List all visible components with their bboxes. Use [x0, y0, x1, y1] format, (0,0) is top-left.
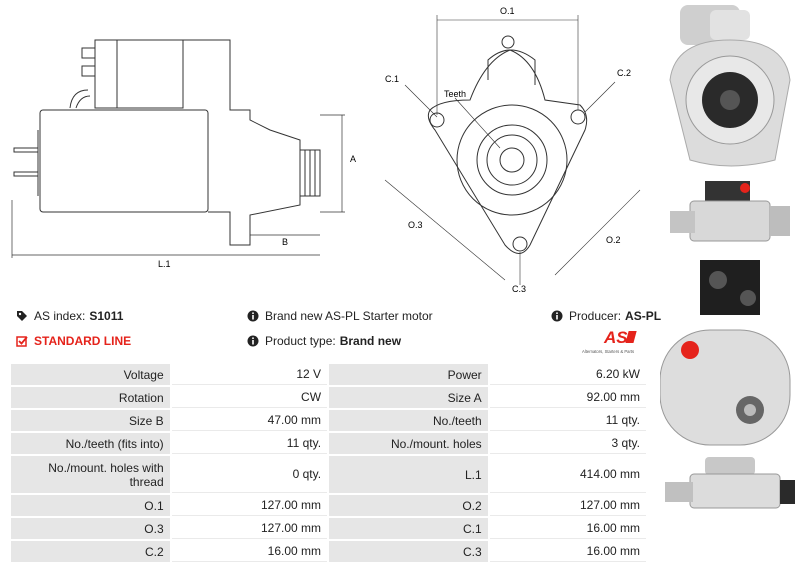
spec-value: 16.00 mm — [171, 541, 328, 562]
spec-value: CW — [171, 387, 328, 408]
product-photo-rear — [660, 250, 800, 450]
dim-c1-label: C.1 — [385, 74, 399, 84]
spec-label: No./mount. holes — [329, 433, 488, 454]
spec-value: 11 qty. — [171, 433, 328, 454]
dim-o3-label: O.3 — [408, 220, 423, 230]
spec-value: 11 qty. — [489, 410, 646, 431]
dim-b-label: B — [282, 237, 288, 247]
spec-label: C.3 — [329, 541, 488, 562]
spec-label: Rotation — [11, 387, 170, 408]
checkbox-icon — [16, 336, 28, 347]
spec-value: 16.00 mm — [489, 541, 646, 562]
dim-l1-label: L.1 — [158, 259, 171, 269]
logo-mark: AS — [603, 328, 628, 347]
front-view-drawing: O.1 C.1 C.2 Teeth O.3 O.2 C.3 — [384, 6, 641, 294]
spec-value: 6.20 kW — [489, 364, 646, 385]
spec-label: No./teeth (fits into) — [11, 433, 170, 454]
product-photo-side — [660, 176, 800, 248]
spec-label: O.1 — [11, 495, 170, 516]
product-description: Brand new AS-PL Starter motor — [247, 309, 433, 323]
spec-value: 414.00 mm — [489, 456, 646, 493]
dim-o2-label: O.2 — [606, 235, 621, 245]
spec-value: 47.00 mm — [171, 410, 328, 431]
logo-tagline: Alternators, Starters & Parts — [582, 349, 634, 354]
standard-line-label: STANDARD LINE — [34, 334, 132, 348]
as-index-value: S1011 — [89, 309, 124, 323]
producer-label: Producer: — [569, 309, 622, 323]
spec-value: 127.00 mm — [171, 518, 328, 539]
spec-label: Power — [329, 364, 488, 385]
dim-a-label: A — [350, 154, 356, 164]
as-index-label: AS index: — [34, 309, 86, 323]
info-icon — [247, 335, 259, 347]
spec-value: 3 qty. — [489, 433, 646, 454]
product-photo-side-2 — [660, 452, 800, 514]
spec-value: 92.00 mm — [489, 387, 646, 408]
spec-label: No./mount. holes with thread — [11, 456, 170, 493]
spec-row: No./teeth (fits into)11 qty.No./mount. h… — [11, 433, 646, 454]
product-type-label: Product type: — [265, 334, 336, 348]
spec-label: Size B — [11, 410, 170, 431]
spec-label: C.1 — [329, 518, 488, 539]
info-icon — [247, 310, 259, 322]
as-pl-logo: AS Alternators, Starters & Parts — [582, 328, 637, 354]
info-icon — [551, 310, 563, 322]
spec-value: 12 V — [171, 364, 328, 385]
spec-label: No./teeth — [329, 410, 488, 431]
dim-o1-label: O.1 — [500, 6, 515, 16]
spec-label: O.2 — [329, 495, 488, 516]
spec-value: 127.00 mm — [489, 495, 646, 516]
spec-value: 16.00 mm — [489, 518, 646, 539]
teeth-label: Teeth — [444, 89, 466, 99]
spec-label: L.1 — [329, 456, 488, 493]
spec-label: Voltage — [11, 364, 170, 385]
spec-label: C.2 — [11, 541, 170, 562]
producer: Producer: AS-PL — [551, 309, 661, 323]
description-text: Brand new AS-PL Starter motor — [265, 309, 433, 323]
spec-value: 127.00 mm — [171, 495, 328, 516]
producer-value: AS-PL — [625, 309, 662, 323]
side-view-drawing: A B L.1 — [11, 39, 356, 269]
spec-label: O.3 — [11, 518, 170, 539]
spec-value: 0 qty. — [171, 456, 328, 493]
product-type-value: Brand new — [339, 334, 402, 348]
dim-c2-label: C.2 — [617, 68, 631, 78]
as-index: AS index: S1011 — [16, 309, 123, 323]
product-photo-front — [660, 0, 800, 175]
product-type: Product type: Brand new — [247, 334, 401, 348]
dim-c3-label: C.3 — [512, 284, 526, 294]
standard-line: STANDARD LINE — [16, 334, 131, 348]
tag-icon — [17, 311, 27, 321]
spec-label: Size A — [329, 387, 488, 408]
